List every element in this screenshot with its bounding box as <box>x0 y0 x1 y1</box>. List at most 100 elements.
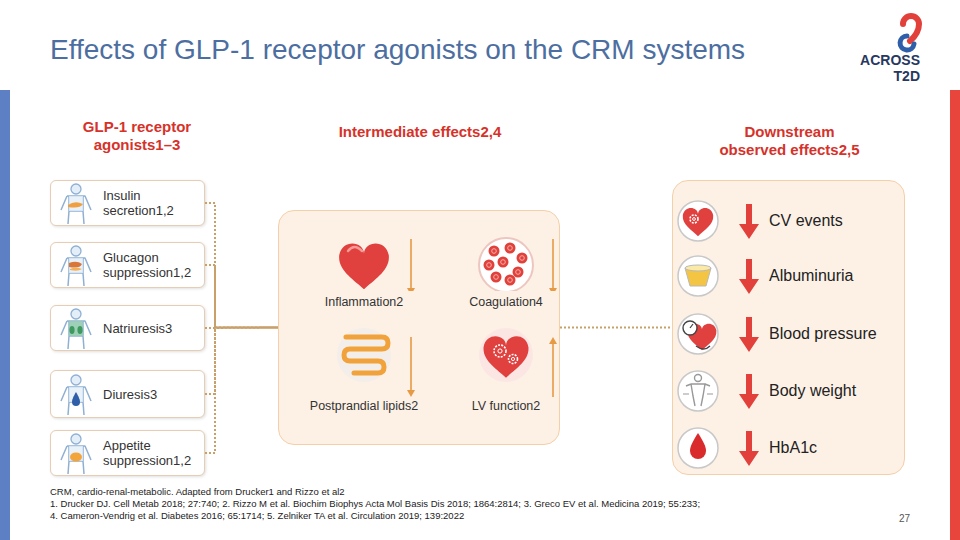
outcome-label: HbA1c <box>769 439 906 457</box>
blood-cell <box>505 243 516 254</box>
blood-cell-center <box>494 275 499 280</box>
gear-symbol <box>509 355 518 364</box>
person-body <box>686 384 710 406</box>
blood-cell-center <box>487 263 492 268</box>
liver-organ <box>69 262 82 268</box>
figure-head <box>71 184 81 194</box>
panel-heading: Intermediate effects2,4 <box>270 123 570 141</box>
dotted-connector <box>205 203 278 328</box>
figure-head <box>71 375 81 385</box>
change-arrow <box>552 341 554 397</box>
heart-symbol <box>683 208 714 236</box>
figure-tint <box>69 321 83 336</box>
outcome-row: Body weight <box>673 368 906 414</box>
effect-icon <box>446 229 566 291</box>
effect-icon <box>304 229 424 291</box>
figure-torso <box>69 196 83 211</box>
effect-label: Coagulation4 <box>446 295 566 309</box>
heart-symbol <box>339 243 389 289</box>
mechanism-label: Natriuresis3 <box>103 321 203 336</box>
change-arrow-head <box>549 337 557 344</box>
page-number: 27 <box>880 513 910 525</box>
reference-line: 4. Cameron-Vendrig et al. Diabetes 2016;… <box>50 510 930 522</box>
decrease-arrow <box>739 259 759 294</box>
mechanism-box: Glucagon suppression1,2 <box>50 242 205 288</box>
blood-cell-center <box>520 256 525 261</box>
outcome-icon <box>673 311 769 357</box>
blood-cell <box>498 257 509 268</box>
stomach-organ <box>70 453 82 462</box>
figure-body <box>61 196 91 224</box>
mechanism-box: Appetite suppression1,2 <box>50 430 205 476</box>
water-drop <box>72 392 80 406</box>
body-icon <box>56 307 96 351</box>
gear-symbol <box>494 345 506 357</box>
intestine-symbol <box>344 337 388 373</box>
intermediate-effect: LV function2 <box>446 319 566 419</box>
outcome-icon <box>673 368 769 414</box>
body-icon <box>56 432 96 476</box>
effects-panel: Downstream observed effects2,5CV eventsA… <box>672 180 905 475</box>
mechanism-label: Insulin secretion1,2 <box>103 188 203 218</box>
body-icon <box>56 182 96 226</box>
figure-head <box>71 246 81 256</box>
mechanism-label: Diuresis3 <box>103 387 203 402</box>
blood-vessel <box>479 238 533 291</box>
kidney-organ <box>77 326 82 334</box>
blood-cell <box>484 260 495 271</box>
figure-body <box>61 258 91 286</box>
cuff-tube <box>696 346 710 349</box>
intermediate-effect: Coagulation4 <box>446 229 566 314</box>
blood-cell <box>517 253 528 264</box>
gauge-dial <box>683 321 697 335</box>
logo-text: T2D <box>850 68 920 84</box>
effect-label: Postprandial lipids2 <box>304 399 424 413</box>
change-arrow <box>410 239 412 291</box>
blood-cell <box>505 275 516 286</box>
heart-symbol <box>484 336 529 377</box>
effect-icon <box>304 319 424 397</box>
mechanism-box: Insulin secretion1,2 <box>50 180 205 226</box>
mechanism-label: Appetite suppression1,2 <box>103 438 203 468</box>
outcome-label: Body weight <box>769 382 906 400</box>
outcome-row: HbA1c <box>673 425 906 471</box>
slide-title: Effects of GLP-1 receptor agonists on th… <box>50 34 870 66</box>
icon-circle <box>678 371 718 411</box>
reference-line: 1. Drucker DJ. Cell Metab 2018; 27:740; … <box>50 498 930 510</box>
gear-hub <box>498 349 502 353</box>
figure-body <box>61 446 91 474</box>
outcome-row: Blood pressure <box>673 311 906 357</box>
gauge-needle <box>690 324 693 328</box>
figure-body <box>61 321 91 349</box>
change-arrow-head <box>549 288 557 291</box>
figure-torso <box>69 258 83 273</box>
left-accent-bar <box>0 90 10 540</box>
outcome-icon <box>673 253 769 299</box>
dotted-connector <box>205 328 278 454</box>
figure-head <box>71 434 81 444</box>
dotted-connector <box>560 327 672 329</box>
cup-rim <box>685 265 711 271</box>
mechanism-box: Natriuresis3 <box>50 305 205 351</box>
shrink-arrows <box>683 393 713 394</box>
effect-label: LV function2 <box>446 399 566 413</box>
figure-torso <box>69 446 83 461</box>
logo-text: ACROSS <box>850 52 920 68</box>
outcome-row: CV events <box>673 198 906 244</box>
column-heading: GLP-1 receptor agonists1–3 <box>52 118 222 154</box>
icon-circle <box>678 314 718 354</box>
gear-hub <box>511 357 514 360</box>
blood-cell-center <box>492 249 497 254</box>
decrease-arrow <box>739 204 759 239</box>
gear-hub <box>693 218 696 221</box>
mechanism-box: Diuresis3 <box>50 370 205 418</box>
icon-circle <box>678 256 718 296</box>
blood-cell <box>491 272 502 283</box>
gear-symbol <box>690 215 698 223</box>
decrease-arrow <box>739 374 759 409</box>
body-icon <box>56 373 96 417</box>
outcome-icon <box>673 425 769 471</box>
effects-panel: Intermediate effects2,4Inflammation2Coag… <box>278 210 560 445</box>
body-icon <box>56 244 96 288</box>
icon-backdrop <box>337 328 391 382</box>
